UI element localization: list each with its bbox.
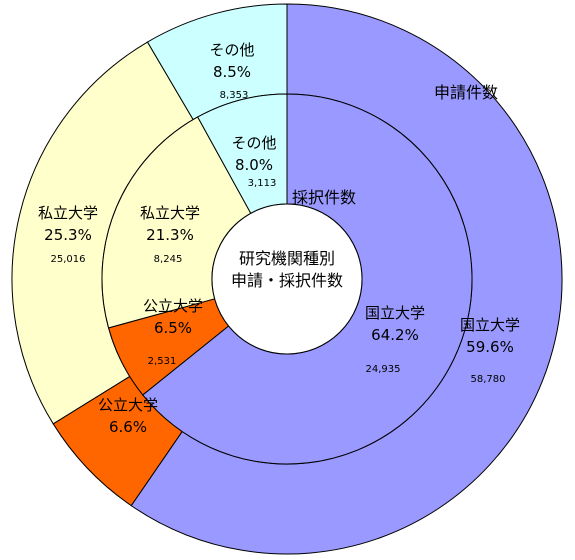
inner-slice-3-label: その他 — [231, 134, 276, 152]
chart-title-line-1: 申請・採択件数 — [231, 271, 343, 290]
outer-ring-title: 申請件数 — [434, 83, 498, 102]
outer-slice-0-value: 58,780 — [471, 374, 506, 385]
outer-slice-1-label: 公立大学 — [98, 396, 158, 414]
inner-slice-3-percent: 8.0% — [235, 156, 273, 174]
inner-slice-0-percent: 64.2% — [371, 326, 419, 344]
slice-labels: 国立大学 59.6% 58,780 公立大学 6.6% 私立大学 25.3% 25,016 その… — [38, 41, 520, 436]
inner-slice-0-value: 24,935 — [366, 364, 401, 375]
donut-hole — [211, 203, 363, 355]
outer-slice-2-value: 25,016 — [51, 254, 86, 265]
outer-slice-2-label: 私立大学 — [38, 204, 98, 222]
outer-slice-3-label: その他 — [209, 41, 254, 59]
inner-slice-2-label: 私立大学 — [140, 204, 200, 222]
inner-slice-3-value: 3,113 — [248, 178, 277, 189]
inner-slice-2-value: 8,245 — [154, 254, 183, 265]
inner-slice-2-percent: 21.3% — [146, 226, 194, 244]
outer-slice-0-label: 国立大学 — [460, 316, 520, 334]
outer-ring-applications — [11, 3, 563, 555]
outer-slice-0-percent: 59.6% — [466, 338, 514, 356]
inner-slice-1-value: 2,531 — [148, 356, 177, 367]
inner-ring-title: 採択件数 — [292, 188, 356, 207]
outer-slice-2-percent: 25.3% — [44, 226, 92, 244]
chart-title: 研究機関種別申請・採択件数 — [231, 249, 343, 290]
inner-ring-adoptions — [101, 93, 473, 465]
inner-slice-1-label: 公立大学 — [143, 297, 203, 315]
outer-slice-1-percent: 6.6% — [109, 418, 147, 436]
inner-slice-1-percent: 6.5% — [154, 319, 192, 337]
outer-slice-3-value: 8,353 — [220, 90, 249, 101]
outer-slice-3-percent: 8.5% — [213, 63, 251, 81]
chart-title-line-0: 研究機関種別 — [239, 249, 335, 268]
inner-slice-0-label: 国立大学 — [365, 304, 425, 322]
